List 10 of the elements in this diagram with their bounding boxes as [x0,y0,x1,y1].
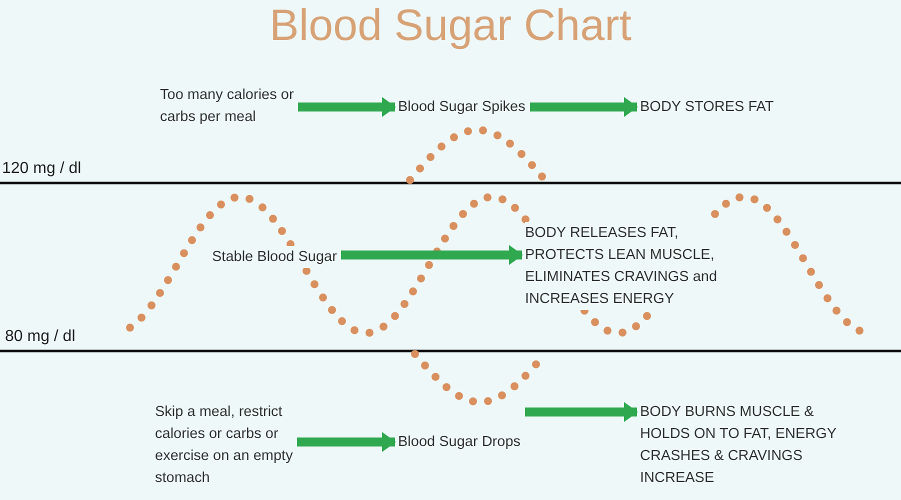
arrow [298,97,396,117]
flow-text: Stable Blood Sugar [212,246,337,268]
threshold-label: 120 mg / dl [2,160,82,178]
arrow [297,432,396,452]
threshold-label: 80 mg / dl [5,328,76,346]
arrow [341,245,523,265]
arrow [530,97,638,117]
flow-text: BODY RELEASES FAT, PROTECTS LEAN MUSCLE, ELIMINATES CRAVINGS and INCREASES ENERGY [525,222,719,310]
arrow [525,402,638,422]
chart-title: Blood Sugar Chart [268,0,632,52]
